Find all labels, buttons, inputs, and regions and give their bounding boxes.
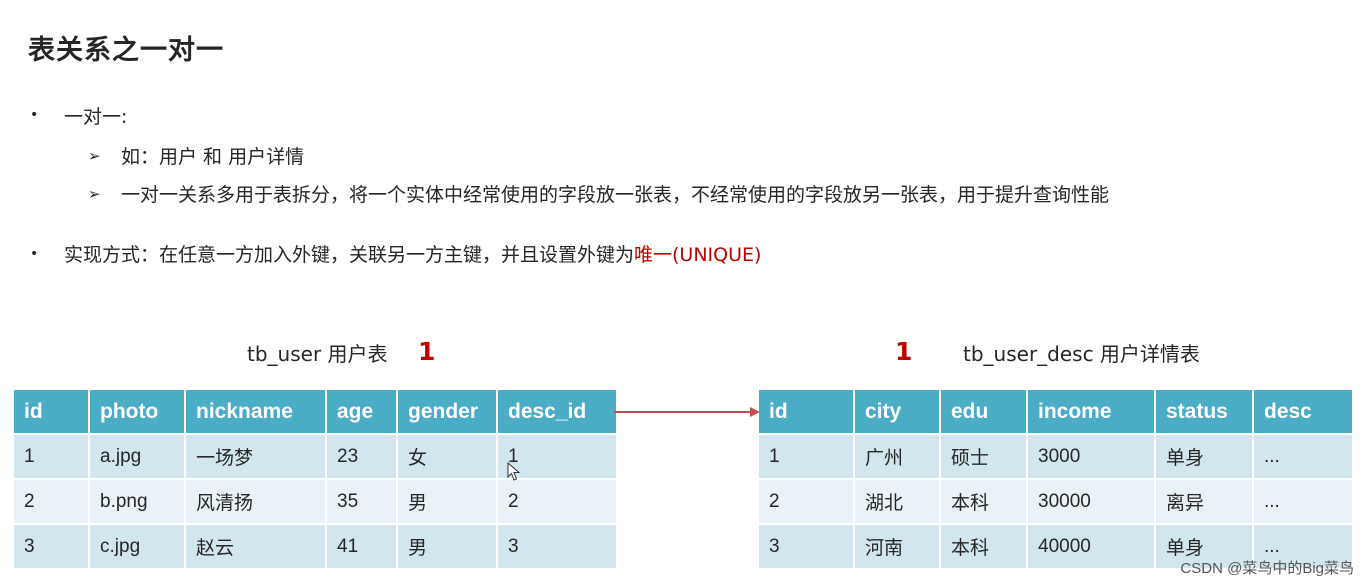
table-cell: 女 <box>397 434 498 480</box>
sub-bullet-usage: 一对一关系多用于表拆分，将一个实体中经常使用的字段放一张表，不经常使用的字段放另… <box>121 184 1110 206</box>
unique-highlight: 唯一(UNIQUE) <box>634 244 762 266</box>
right-cardinality: 1 <box>895 337 913 366</box>
column-header: gender <box>397 390 498 435</box>
arrow-bullet-icon: ➢ <box>88 185 101 203</box>
table-cell: 3000 <box>1027 434 1156 480</box>
table-row: 2 b.png 风清扬 35 男 2 <box>14 479 618 525</box>
column-header: nickname <box>185 390 327 435</box>
table-row: 1 广州 硕士 3000 单身 ... <box>759 434 1354 480</box>
bullet-one-to-one: 一对一: <box>64 106 128 128</box>
table-cell: a.jpg <box>89 434 186 480</box>
table-cell: 一场梦 <box>185 434 327 480</box>
arrow-bullet-icon: ➢ <box>88 147 101 165</box>
table-cell: 风清扬 <box>185 479 327 525</box>
table-cell: 3 <box>759 524 855 570</box>
table-row: 3 河南 本科 40000 单身 ... <box>759 524 1354 570</box>
bullet-dot: • <box>30 246 39 262</box>
table-cell: 本科 <box>940 524 1028 570</box>
page-title: 表关系之一对一 <box>28 35 224 66</box>
table-cell: 单身 <box>1155 524 1254 570</box>
table-cell: 1 <box>759 434 855 480</box>
table-header-row: id city edu income status desc <box>759 390 1354 435</box>
column-header: income <box>1027 390 1156 435</box>
table-cell: 男 <box>397 524 498 570</box>
left-table-caption: tb_user 用户表 <box>247 342 388 366</box>
column-header: edu <box>940 390 1028 435</box>
table-cell: ... <box>1253 479 1354 525</box>
table-cell: 河南 <box>854 524 941 570</box>
implementation-text: 实现方式：在任意一方加入外键，关联另一方主键，并且设置外键为 <box>64 244 635 266</box>
column-header: photo <box>89 390 186 435</box>
right-table-caption: tb_user_desc 用户详情表 <box>963 342 1200 366</box>
table-cell: 41 <box>326 524 398 570</box>
table-cell: 1 <box>14 434 90 480</box>
table-cell: ... <box>1253 434 1354 480</box>
watermark: CSDN @菜鸟中的Big菜鸟 <box>1180 560 1354 577</box>
table-cell: 35 <box>326 479 398 525</box>
table-cell: 离异 <box>1155 479 1254 525</box>
column-header: city <box>854 390 941 435</box>
mouse-pointer-icon <box>507 462 521 481</box>
tb-user-desc-table: id city edu income status desc 1 广州 硕士 3… <box>759 390 1354 570</box>
column-header: id <box>759 390 855 435</box>
column-header: age <box>326 390 398 435</box>
table-cell: 30000 <box>1027 479 1156 525</box>
foreign-key-arrow-icon <box>614 407 760 417</box>
bullet-dot: • <box>30 107 39 123</box>
table-row: 3 c.jpg 赵云 41 男 3 <box>14 524 618 570</box>
bullet-implementation: 实现方式：在任意一方加入外键，关联另一方主键，并且设置外键为唯一(UNIQUE) <box>64 240 761 267</box>
column-header: desc <box>1253 390 1354 435</box>
tb-user-table: id photo nickname age gender desc_id 1 a… <box>14 390 618 570</box>
table-cell: 硕士 <box>940 434 1028 480</box>
table-cell: 男 <box>397 479 498 525</box>
column-header: desc_id <box>497 390 618 435</box>
table-row: 1 a.jpg 一场梦 23 女 1 <box>14 434 618 480</box>
table-cell: 23 <box>326 434 398 480</box>
table-cell: 2 <box>497 479 618 525</box>
table-cell: 湖北 <box>854 479 941 525</box>
table-cell: 广州 <box>854 434 941 480</box>
table-cell: c.jpg <box>89 524 186 570</box>
table-row: 2 湖北 本科 30000 离异 ... <box>759 479 1354 525</box>
table-cell: ... <box>1253 524 1354 570</box>
table-cell: 2 <box>14 479 90 525</box>
table-cell: b.png <box>89 479 186 525</box>
table-cell: 赵云 <box>185 524 327 570</box>
table-cell: 40000 <box>1027 524 1156 570</box>
table-cell: 本科 <box>940 479 1028 525</box>
column-header: id <box>14 390 90 435</box>
table-cell: 2 <box>759 479 855 525</box>
left-cardinality: 1 <box>418 337 436 366</box>
table-header-row: id photo nickname age gender desc_id <box>14 390 618 435</box>
table-cell: 3 <box>497 524 618 570</box>
sub-bullet-example: 如：用户 和 用户详情 <box>121 146 305 168</box>
table-cell: 单身 <box>1155 434 1254 480</box>
table-cell: 3 <box>14 524 90 570</box>
column-header: status <box>1155 390 1254 435</box>
